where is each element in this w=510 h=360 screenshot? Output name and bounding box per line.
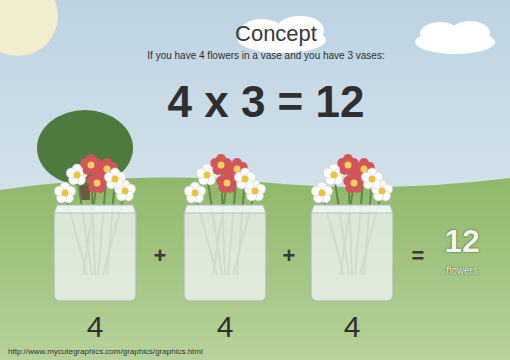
vase-count: 4 (87, 310, 104, 343)
equals-sign: = (412, 244, 425, 268)
plus-sign: + (154, 244, 167, 268)
vase-count: 4 (217, 310, 234, 343)
vase-count: 4 (344, 310, 361, 343)
source-url: http://www.mycutegraphics.com/graphics/g… (8, 348, 203, 357)
plus-sign: + (283, 244, 296, 268)
vase-with-flowers (184, 154, 266, 301)
problem-text: If you have 4 flowers in a vase and you … (147, 50, 384, 61)
vase-with-flowers (311, 154, 393, 301)
equation: 4 x 3 = 12 (168, 78, 365, 126)
slide-title: Concept (235, 22, 317, 46)
total-unit: flowers (446, 265, 478, 276)
cloud (415, 21, 495, 54)
total-number: 12 (444, 224, 480, 259)
vase-with-flowers (54, 154, 136, 301)
sun (0, 0, 58, 56)
